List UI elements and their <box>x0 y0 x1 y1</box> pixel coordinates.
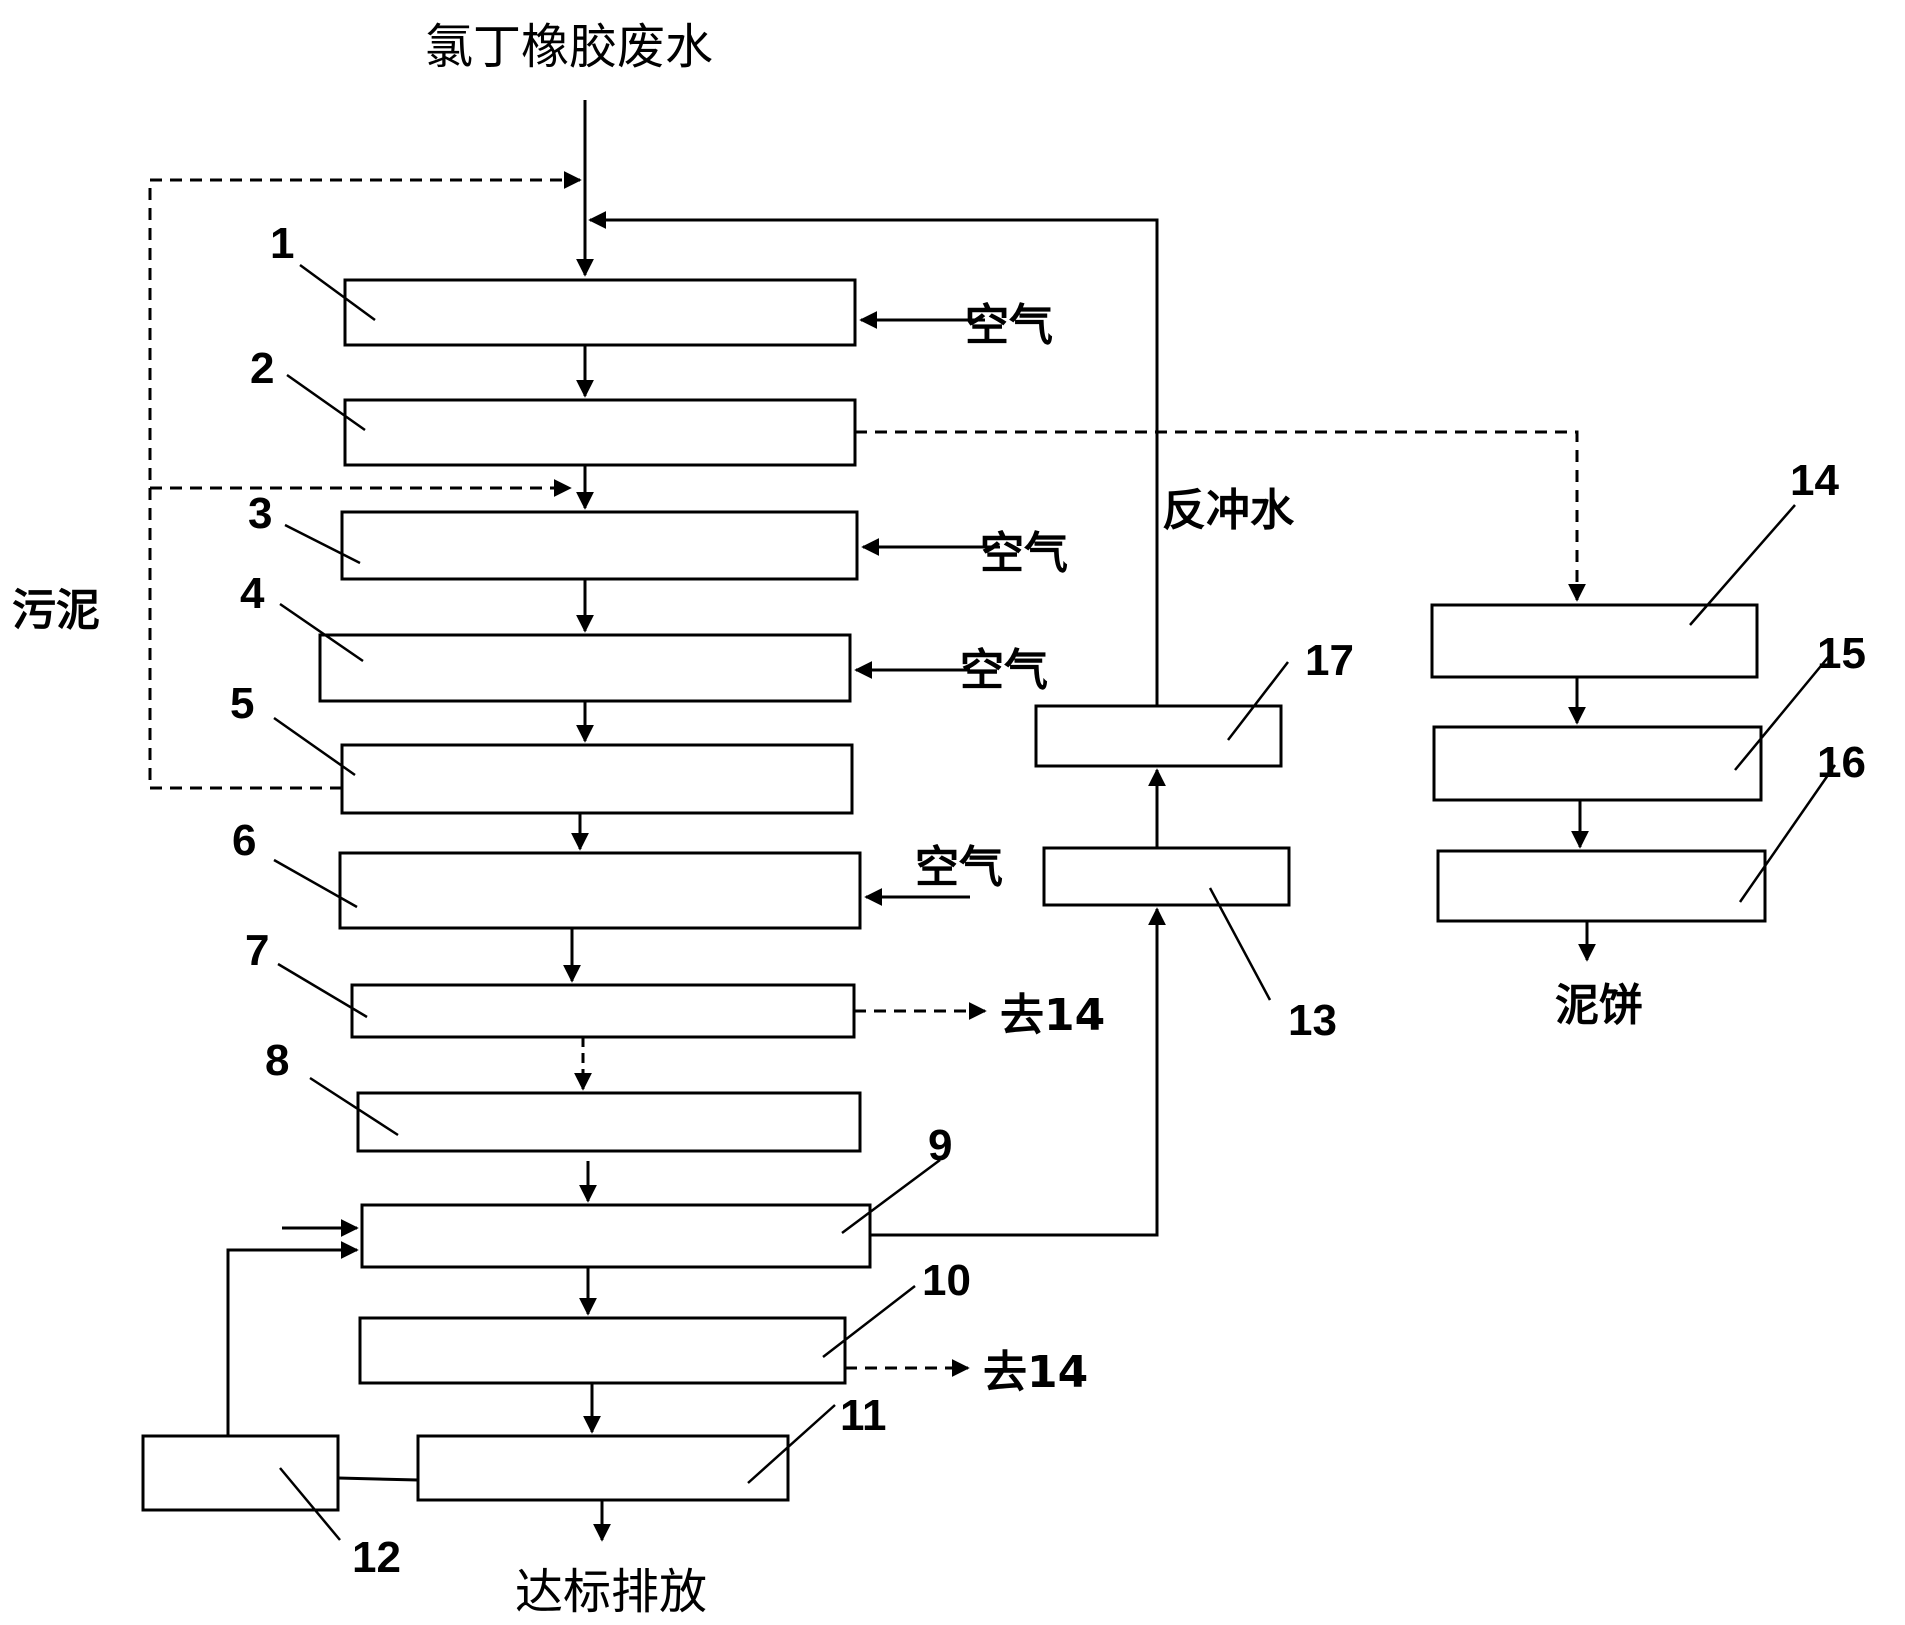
line-11-12 <box>337 1476 419 1482</box>
unit-number-5: 5 <box>230 679 254 728</box>
unit-number-7: 7 <box>245 926 269 975</box>
to14-label-10: 去14 <box>983 1347 1088 1398</box>
unit-number-15: 15 <box>1817 629 1866 678</box>
leader-16 <box>1738 764 1837 903</box>
air-label-6: 空气 <box>915 842 1003 893</box>
unit-number-13: 13 <box>1288 996 1337 1045</box>
leader-4 <box>279 602 364 663</box>
unit-box-1 <box>343 278 857 347</box>
dosing-line-12-9 <box>226 1241 359 1436</box>
leader-8 <box>309 1076 399 1137</box>
unit-number-2: 2 <box>250 344 274 393</box>
unit-box-16 <box>1436 849 1767 923</box>
unit-box-3 <box>340 510 859 581</box>
unit-box-5 <box>340 743 854 815</box>
leader-2 <box>286 373 366 432</box>
unit-box-15 <box>1432 725 1763 802</box>
cake-label: 泥饼 <box>1555 980 1643 1031</box>
unit-box-7 <box>350 983 856 1039</box>
unit-box-17 <box>1034 704 1283 768</box>
unit-number-10: 10 <box>922 1256 971 1305</box>
unit-number-16: 16 <box>1817 738 1866 787</box>
unit-number-1: 1 <box>270 219 294 268</box>
leader-9 <box>841 1158 941 1235</box>
flow-arrow-9-13 <box>870 907 1166 1237</box>
discharge-label: 达标排放 <box>515 1564 707 1620</box>
leader-3 <box>284 523 361 565</box>
unit-box-4 <box>318 633 852 703</box>
air-label-4: 空气 <box>960 645 1048 696</box>
unit-number-14: 14 <box>1790 456 1839 505</box>
leader-11 <box>747 1404 836 1484</box>
leader-17 <box>1227 661 1289 741</box>
backwash-line <box>588 211 1159 706</box>
unit-number-6: 6 <box>232 816 256 865</box>
leader-1 <box>299 263 376 322</box>
leader-6 <box>273 858 358 909</box>
unit-box-10 <box>358 1316 847 1385</box>
unit-number-17: 17 <box>1305 636 1354 685</box>
leader-10 <box>822 1285 916 1358</box>
unit-number-4: 4 <box>240 569 265 618</box>
leader-12 <box>279 1467 341 1541</box>
unit-box-12 <box>141 1434 340 1512</box>
unit-box-13 <box>1042 846 1291 907</box>
sludge-label: 污泥 <box>12 585 100 636</box>
unit-box-14 <box>1430 603 1759 679</box>
backwash-label: 反冲水 <box>1162 485 1295 536</box>
unit-box-6 <box>338 851 862 930</box>
unit-box-11 <box>416 1434 790 1502</box>
leader-15 <box>1734 654 1831 771</box>
air-label-3: 空气 <box>980 528 1068 579</box>
unit-number-12: 12 <box>352 1533 401 1582</box>
influent-label: 氯丁橡胶废水 <box>425 19 713 75</box>
unit-number-3: 3 <box>248 489 272 538</box>
unit-box-9 <box>360 1203 872 1269</box>
unit-number-11: 11 <box>840 1391 887 1440</box>
unit-box-2 <box>343 398 857 467</box>
unit-number-8: 8 <box>265 1036 289 1085</box>
leader-5 <box>273 716 356 777</box>
leader-7 <box>277 962 368 1019</box>
unit-number-9: 9 <box>928 1121 952 1170</box>
leader-14 <box>1689 504 1796 626</box>
air-label-1: 空气 <box>965 300 1053 351</box>
to14-label-7: 去14 <box>1000 990 1105 1041</box>
unit-box-8 <box>356 1091 862 1153</box>
leader-13 <box>1208 887 1272 1001</box>
sludge-line-2-14 <box>855 430 1586 602</box>
